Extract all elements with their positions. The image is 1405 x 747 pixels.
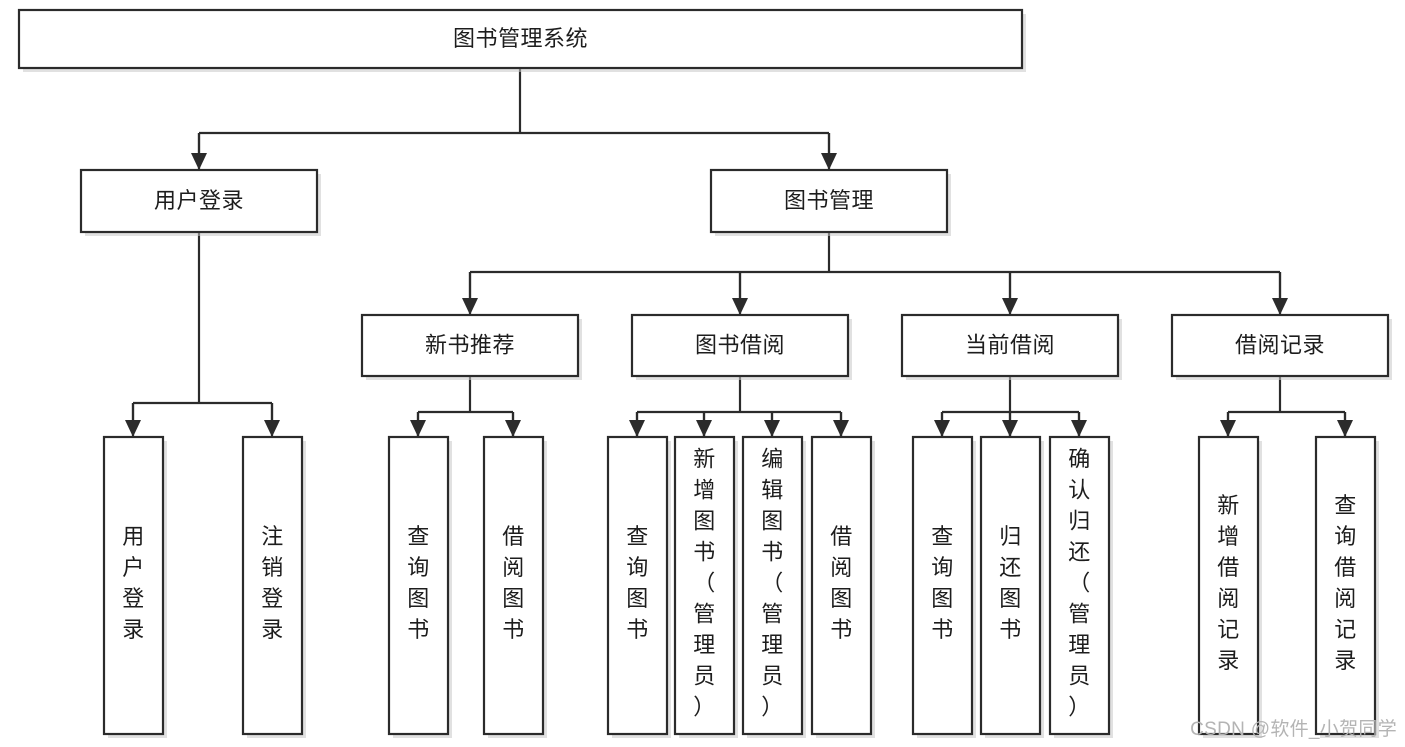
arrow-head-icon	[1071, 420, 1087, 437]
node-cb-query-book[interactable]: 查询图书	[911, 435, 976, 738]
node-user-logout[interactable]: 注销登录	[241, 435, 306, 738]
node-root[interactable]: 图书管理系统	[17, 8, 1026, 72]
node-label: 新增借阅记录	[1217, 493, 1240, 673]
arrow-head-icon	[1337, 420, 1353, 437]
node-label: 借阅图书	[502, 524, 525, 642]
node-nbr-borrow-book[interactable]: 借阅图书	[482, 435, 547, 738]
arrow-head-icon	[125, 420, 141, 437]
arrow-head-icon	[833, 420, 849, 437]
node-label: 查询图书	[407, 524, 430, 642]
arrow-head-icon	[1272, 298, 1288, 315]
node-rect[interactable]	[102, 435, 165, 736]
node-bb-query-book[interactable]: 查询图书	[606, 435, 671, 738]
node-label: 查询图书	[931, 524, 954, 642]
node-label: 查询借阅记录	[1334, 493, 1357, 673]
node-rect[interactable]	[673, 435, 736, 736]
node-cb-return-book[interactable]: 归还图书	[979, 435, 1044, 738]
node-label: 确认归还（管理员）	[1068, 447, 1091, 720]
node-label: 注销登录	[261, 524, 284, 642]
node-label: 当前借阅	[965, 332, 1055, 357]
node-label: 查询图书	[626, 524, 649, 642]
node-label: 用户登录	[122, 524, 145, 642]
arrow-head-icon	[764, 420, 780, 437]
connector-bookborrow-to-leaves	[635, 376, 843, 438]
node-rect[interactable]	[810, 435, 873, 736]
node-rect[interactable]	[911, 435, 974, 736]
node-rect[interactable]	[360, 313, 580, 378]
node-label: 借阅图书	[830, 524, 853, 642]
connector-bookmanage-to-level3	[468, 232, 1282, 298]
node-cb-confirm-return[interactable]: 确认归还（管理员）	[1048, 435, 1113, 738]
node-rect[interactable]	[1197, 435, 1260, 736]
node-rect[interactable]	[17, 8, 1024, 70]
node-user-login[interactable]: 用户登录	[79, 168, 321, 236]
arrow-head-icon	[410, 420, 426, 437]
node-rect[interactable]	[241, 435, 304, 736]
node-label: 编辑图书（管理员）	[761, 447, 784, 720]
node-borrow-record[interactable]: 借阅记录	[1170, 313, 1392, 380]
arrow-head-icon	[1002, 420, 1018, 437]
node-label: 借阅记录	[1235, 332, 1325, 357]
connector-newbook-to-leaves	[416, 376, 515, 438]
arrow-head-icon	[264, 420, 280, 437]
node-br-query-record[interactable]: 查询借阅记录	[1314, 435, 1379, 738]
node-rect[interactable]	[1314, 435, 1377, 736]
csdn-watermark: CSDN @软件_小贺同学	[1190, 719, 1397, 740]
node-label: 图书借阅	[695, 332, 785, 357]
arrow-head-icon	[1220, 420, 1236, 437]
node-rect[interactable]	[387, 435, 450, 736]
connector-root-to-level2	[197, 68, 831, 159]
node-new-book-rec[interactable]: 新书推荐	[360, 313, 582, 380]
node-label: 新增图书（管理员）	[693, 447, 716, 720]
arrow-head-icon	[696, 420, 712, 437]
connector-login-to-leaves	[131, 232, 274, 429]
node-user-login-do[interactable]: 用户登录	[102, 435, 167, 738]
arrow-head-icon	[462, 298, 478, 315]
node-bb-edit-book[interactable]: 编辑图书（管理员）	[741, 435, 806, 738]
node-nbr-query-book[interactable]: 查询图书	[387, 435, 452, 738]
node-label: 用户登录	[154, 188, 244, 213]
arrow-head-icon	[1002, 298, 1018, 315]
node-rect[interactable]	[900, 313, 1120, 378]
arrow-head-icon	[821, 153, 837, 170]
node-layer: 图书管理系统用户登录用户登录注销登录图书管理新书推荐查询图书借阅图书图书借阅查询…	[17, 8, 1392, 738]
node-rect[interactable]	[1170, 313, 1390, 378]
node-rect[interactable]	[79, 168, 319, 234]
arrow-head-icon	[191, 153, 207, 170]
connector-layer	[125, 68, 1353, 438]
arrow-head-icon	[505, 420, 521, 437]
arrow-head-icon	[629, 420, 645, 437]
node-label: 新书推荐	[425, 332, 515, 357]
node-rect[interactable]	[606, 435, 669, 736]
node-label: 图书管理系统	[453, 26, 588, 51]
node-rect[interactable]	[709, 168, 949, 234]
node-rect[interactable]	[979, 435, 1042, 736]
node-label: 归还图书	[999, 524, 1022, 642]
node-rect[interactable]	[1048, 435, 1111, 736]
node-rect[interactable]	[482, 435, 545, 736]
arrow-head-icon	[934, 420, 950, 437]
node-book-borrow[interactable]: 图书借阅	[630, 313, 852, 380]
node-bb-borrow-book[interactable]: 借阅图书	[810, 435, 875, 738]
node-bb-add-book[interactable]: 新增图书（管理员）	[673, 435, 738, 738]
connector-borrowrecord-to-leaves	[1226, 376, 1347, 438]
arrow-head-icon	[732, 298, 748, 315]
node-rect[interactable]	[630, 313, 850, 378]
node-current-borrow[interactable]: 当前借阅	[900, 313, 1122, 380]
node-book-manage[interactable]: 图书管理	[709, 168, 951, 236]
node-rect[interactable]	[741, 435, 804, 736]
node-label: 图书管理	[784, 188, 874, 213]
node-br-add-record[interactable]: 新增借阅记录	[1197, 435, 1262, 738]
